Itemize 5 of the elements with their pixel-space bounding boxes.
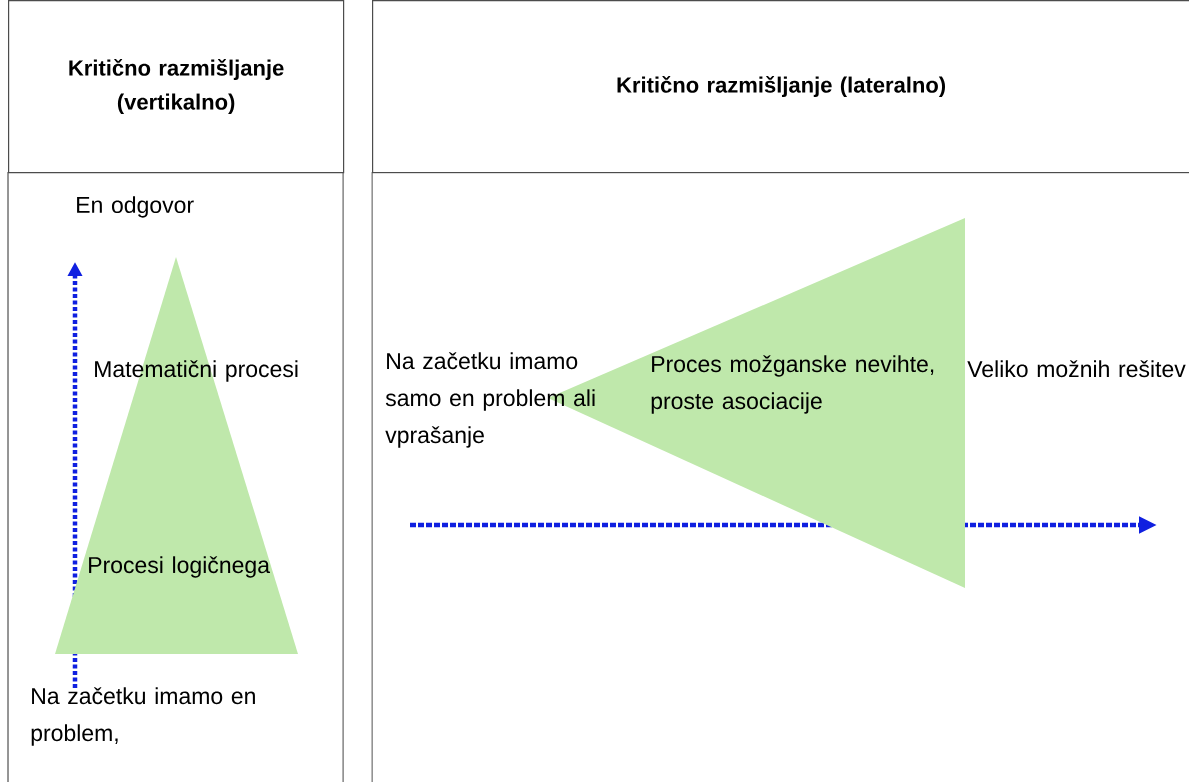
header-cell: Kritično razmišljanje (vertikalno) xyxy=(8,0,345,174)
text-label: Na začetku imamo samo en problem ali vprašanje xyxy=(385,352,595,448)
text-label: En odgovor xyxy=(77,196,194,218)
text-label: Na začetku imamo en problem, xyxy=(31,687,255,746)
header-cell: Kritično razmišljanje (lateralno) xyxy=(372,0,1189,174)
